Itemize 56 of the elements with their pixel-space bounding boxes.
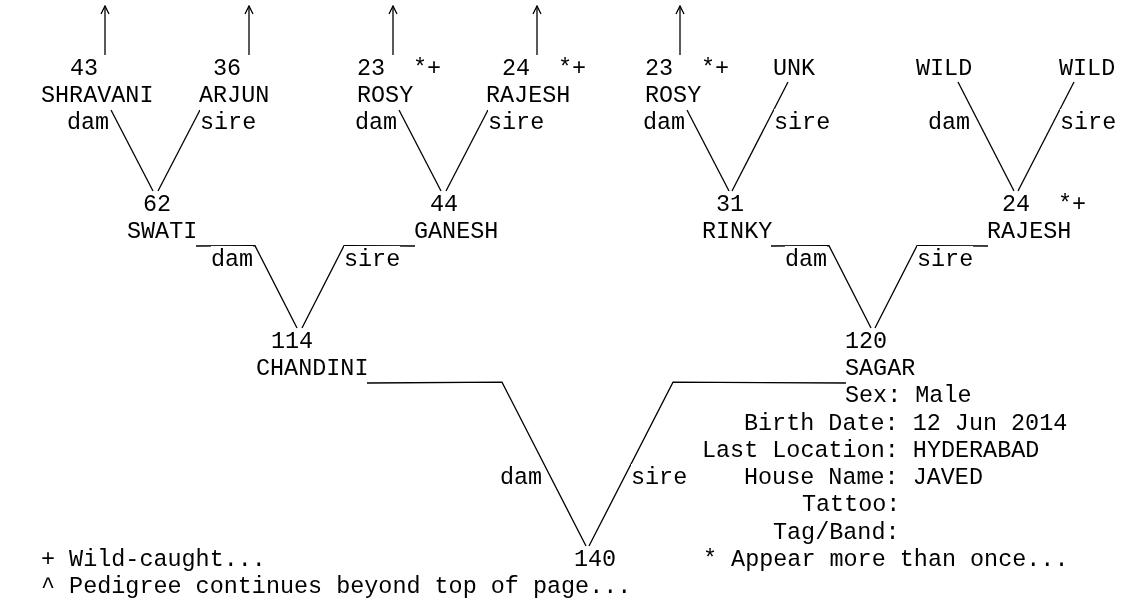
animal-name: SHRAVANI — [41, 81, 154, 110]
animal-number: 114 — [270, 327, 315, 355]
animal-number: 62 — [142, 191, 173, 219]
footnote: + Wild-caught... — [41, 546, 266, 574]
info-field: Last Location: HYDERABAD — [702, 436, 1040, 465]
footnote: ^ Pedigree continues beyond top of page... — [41, 573, 632, 601]
marker-symbol: *+ — [701, 54, 730, 82]
info-field: Tattoo: — [802, 491, 901, 519]
connector-line — [157, 109, 201, 192]
marker-symbol: *+ — [1058, 191, 1087, 219]
arrow — [388, 5, 398, 56]
animal-name: CHANDINI — [256, 354, 369, 383]
connector-line — [445, 109, 489, 192]
animal-label: WILD — [916, 54, 973, 82]
connector-line — [874, 245, 989, 329]
animal-name: RAJESH — [486, 81, 571, 110]
animal-name: GANESH — [414, 218, 499, 246]
animal-label: WILD — [1059, 54, 1116, 82]
connector-line — [770, 245, 872, 329]
connector-line — [1017, 81, 1075, 192]
animal-name: SAGAR — [845, 354, 916, 383]
arrow — [532, 5, 542, 56]
animal-label: UNK — [773, 54, 816, 82]
animal-name: RAJESH — [987, 218, 1072, 246]
animal-number: 120 — [845, 327, 889, 355]
arrow — [244, 5, 254, 56]
footnote: * Appear more than once... — [703, 546, 1069, 574]
animal-number: 23 — [645, 54, 675, 82]
animal-number: 31 — [715, 191, 746, 219]
connector-line — [398, 109, 442, 192]
info-field: Sex: Male — [845, 382, 972, 410]
info-field: Tag/Band: — [773, 518, 900, 546]
marker-symbol: *+ — [558, 54, 587, 82]
animal-number: 43 — [69, 54, 100, 82]
animal-name: ROSY — [357, 81, 414, 110]
animal-name: SWATI — [127, 218, 198, 246]
animal-name: RINKY — [702, 218, 773, 246]
info-field: House Name: JAVED — [744, 464, 983, 492]
connector-line — [366, 381, 587, 547]
arrow — [100, 5, 110, 56]
animal-name: ARJUN — [199, 81, 270, 110]
animal-number: 36 — [212, 54, 243, 82]
connector-line — [110, 109, 154, 192]
connector-line — [588, 381, 847, 547]
arrow — [675, 5, 685, 56]
connector-line — [957, 81, 1015, 192]
connector-line — [686, 109, 730, 192]
marker-symbol: *+ — [413, 54, 442, 82]
animal-name: ROSY — [645, 81, 702, 110]
connector-line — [301, 245, 416, 329]
connector-line — [731, 81, 789, 192]
animal-label: 140 — [574, 546, 617, 574]
connector-line — [195, 245, 298, 329]
animal-number: 44 — [429, 191, 460, 219]
info-field: Birth Date: 12 Jun 2014 — [744, 409, 1068, 437]
animal-number: 23 — [357, 54, 387, 82]
